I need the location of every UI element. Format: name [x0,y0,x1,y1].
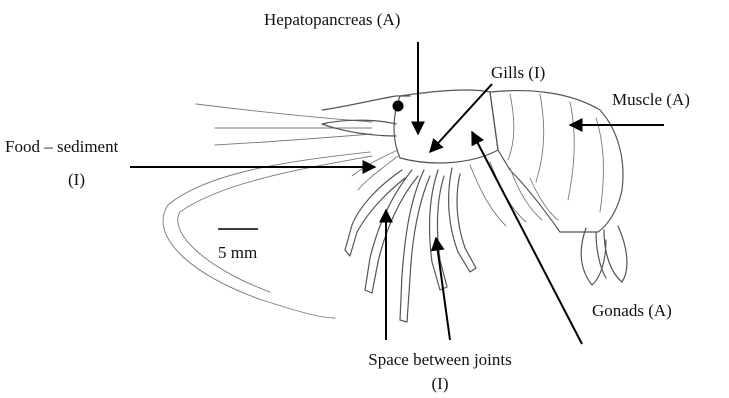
space-joints-label-line2: (I) [330,374,550,394]
pleopods [470,162,558,226]
food-label-line2: (I) [68,170,85,190]
leg-1 [345,170,405,256]
segment-4 [596,118,603,212]
segment-3 [568,102,574,200]
tail-fan [581,226,627,285]
hepatopancreas-label: Hepatopancreas (A) [264,10,400,30]
gonads-arrow [472,132,582,344]
food-label-line1: Food – sediment [5,137,118,157]
gonads-label: Gonads (A) [592,301,672,321]
space-joints-arrow-2 [436,238,450,340]
leg-5 [449,168,476,272]
shrimp-illustration [163,90,627,322]
gills-label: Gills (I) [491,63,545,83]
antennule-3 [215,134,372,145]
space-joints-label-line1: Space between joints [330,350,550,370]
antennule-1 [196,104,372,122]
leg-3 [400,170,430,322]
maxilliped [352,150,398,190]
leg-4 [430,170,447,290]
eye [393,101,404,112]
gills-arrow [430,84,492,152]
muscle-label: Muscle (A) [612,90,690,110]
scale-label: 5 mm [218,243,257,263]
segment-2 [536,94,544,182]
antenna-2 [178,156,372,292]
segment-1 [508,94,514,160]
